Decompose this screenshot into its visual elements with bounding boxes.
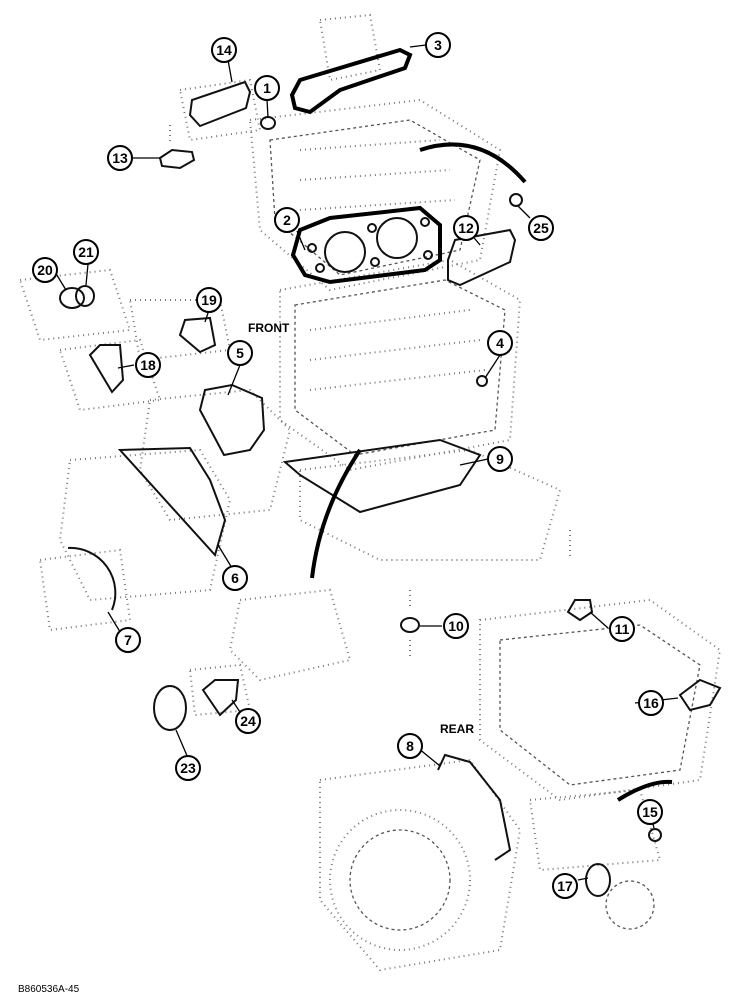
callout-18: 18 (135, 352, 161, 378)
svg-text:11: 11 (615, 621, 630, 637)
callout-16: 16 (638, 690, 664, 716)
svg-text:21: 21 (78, 244, 94, 260)
leader-lines (54, 44, 679, 881)
svg-text:8: 8 (406, 738, 414, 754)
callout-1: 1 (254, 75, 280, 101)
seal-25 (509, 193, 523, 207)
callout-13: 13 (107, 145, 133, 171)
flywheel-housing-gasket-8 (437, 753, 512, 861)
svg-text:14: 14 (216, 42, 232, 58)
callout-6: 6 (222, 565, 248, 591)
o-ring-17 (585, 863, 611, 897)
svg-text:25: 25 (533, 220, 549, 236)
svg-text:24: 24 (240, 713, 256, 729)
callout-12: 12 (453, 215, 479, 241)
head-gasket (290, 205, 442, 285)
svg-text:1: 1 (263, 80, 271, 96)
front-cover-gasket-5 (198, 383, 266, 457)
svg-text:6: 6 (231, 570, 239, 586)
svg-text:19: 19 (201, 292, 217, 308)
callout-3: 3 (425, 32, 451, 58)
svg-text:15: 15 (642, 804, 658, 820)
gasket-7 (67, 546, 117, 611)
svg-text:12: 12 (458, 220, 474, 236)
svg-text:16: 16 (643, 695, 659, 711)
svg-text:17: 17 (557, 878, 573, 894)
callout-14: 14 (211, 37, 237, 63)
callout-20: 20 (32, 257, 58, 283)
gasket-11 (566, 599, 594, 622)
callout-19: 19 (196, 287, 222, 313)
callout-7: 7 (115, 627, 141, 653)
callout-9: 9 (487, 446, 513, 472)
callout-23: 23 (175, 755, 201, 781)
svg-text:10: 10 (448, 618, 464, 634)
dipstick-tube (419, 142, 527, 184)
callout-21: 21 (73, 239, 99, 265)
svg-text:13: 13 (112, 150, 128, 166)
svg-text:7: 7 (124, 632, 132, 648)
washer-15 (648, 828, 662, 842)
svg-text:3: 3 (434, 37, 442, 53)
callout-2: 2 (274, 207, 300, 233)
callout-25: 25 (528, 215, 554, 241)
rear-label: REAR (440, 722, 474, 736)
svg-text:4: 4 (496, 335, 504, 351)
rocker-cover-gasket (289, 47, 413, 115)
callout-24: 24 (235, 708, 261, 734)
callout-4: 4 (487, 330, 513, 356)
gasket-16 (678, 678, 722, 712)
callout-8: 8 (397, 733, 423, 759)
svg-text:20: 20 (37, 262, 53, 278)
callout-5: 5 (227, 340, 253, 366)
svg-text:9: 9 (496, 451, 504, 467)
engine-block-ghost (18, 13, 722, 972)
svg-text:2: 2 (283, 212, 291, 228)
flange-gasket-13 (158, 148, 196, 170)
gasket-24 (201, 679, 240, 717)
front-label: FRONT (248, 321, 290, 335)
gasket-21 (75, 285, 95, 307)
oil-pan-gasket-9 (282, 438, 482, 514)
o-ring-23 (153, 685, 187, 731)
svg-text:18: 18 (140, 357, 156, 373)
callout-15: 15 (637, 799, 663, 825)
callout-11: 11 (609, 616, 635, 642)
seal-10 (400, 617, 420, 633)
oil-line (310, 448, 362, 579)
washer-4 (476, 375, 488, 387)
gasket-19 (178, 316, 217, 354)
callout-17: 17 (552, 873, 578, 899)
gasket-20 (59, 287, 85, 309)
water-pump-gasket-18 (88, 344, 125, 394)
svg-text:5: 5 (236, 345, 244, 361)
timing-cover-gasket-6 (117, 446, 227, 558)
rear-oil-line (616, 779, 673, 802)
callout-10: 10 (443, 613, 469, 639)
manifold-gasket-14 (188, 80, 252, 128)
figure-code: B860536A-45 (18, 984, 80, 995)
seal-1 (260, 116, 276, 130)
svg-text:23: 23 (180, 760, 196, 776)
